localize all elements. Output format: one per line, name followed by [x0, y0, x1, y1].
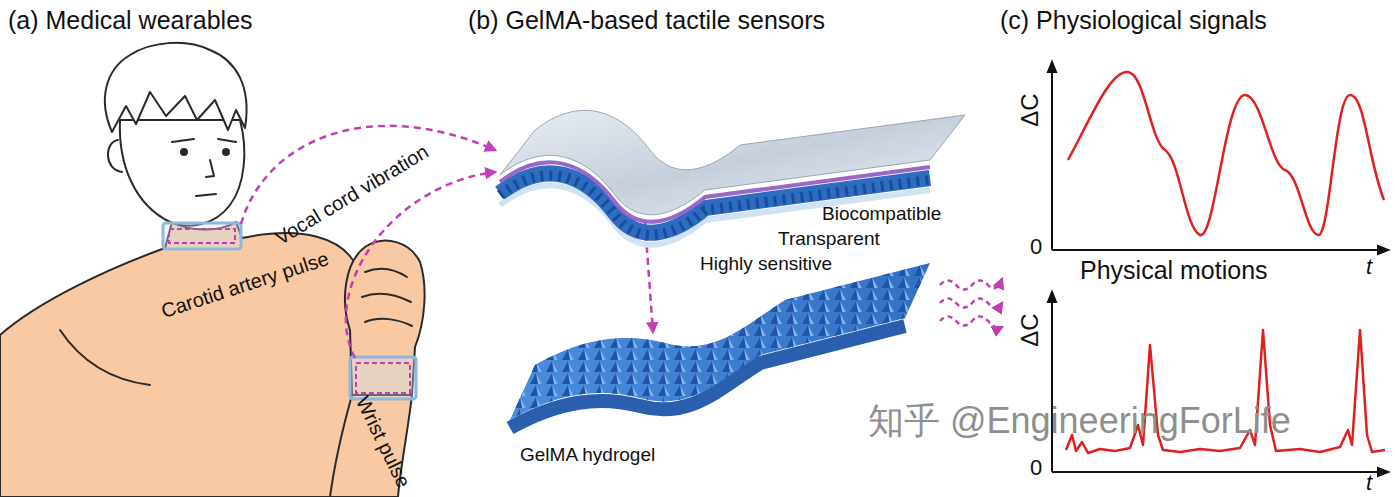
- panel-title: (a) Medical wearables: [8, 6, 253, 35]
- material-label: GelMA hydrogel: [520, 444, 655, 466]
- eyebrows: [172, 139, 236, 142]
- x-axis: [1052, 471, 1388, 473]
- watermark: 知乎 @EngineeringForLife: [868, 400, 1291, 441]
- signal-curve: [1068, 72, 1384, 235]
- eye: [223, 149, 229, 155]
- neck-patch-dash: [169, 229, 235, 243]
- hydrogel: [510, 263, 930, 428]
- torso: [0, 222, 360, 497]
- chart-title: Physical motions: [1080, 256, 1268, 285]
- ear: [108, 140, 122, 172]
- axis-label: t: [1366, 470, 1372, 495]
- axis-origin: 0: [1030, 455, 1042, 480]
- axis-label: ΔC: [1016, 93, 1044, 126]
- axis-origin: 0: [1030, 234, 1042, 259]
- panel-title: (b) GelMA-based tactile sensors: [468, 6, 825, 35]
- person-illustration: [0, 43, 425, 497]
- y-axis: [1051, 292, 1053, 472]
- hydrogel-surface: [510, 263, 930, 420]
- y-axis: [1051, 62, 1053, 250]
- axis-label: t: [1366, 254, 1372, 279]
- mouth: [196, 194, 216, 196]
- sensor-stack: [500, 110, 965, 244]
- nose: [206, 160, 214, 177]
- axis-label: ΔC: [1016, 313, 1044, 346]
- dashed-arrow: [346, 172, 495, 358]
- neck-patch: [163, 223, 241, 249]
- top-film: [500, 110, 965, 214]
- wrist-patch-dash: [356, 363, 410, 393]
- hydrogel-spikes: [510, 263, 930, 420]
- property-label: Highly sensitive: [700, 253, 832, 275]
- property-label: Transparent: [778, 228, 880, 250]
- finger-lines: [362, 269, 412, 326]
- x-axis: [1052, 249, 1388, 251]
- wrist-patch: [350, 357, 416, 399]
- wavy-arrow: [940, 299, 1002, 308]
- wavy-arrow: [940, 317, 1002, 328]
- chest-line: [60, 330, 150, 385]
- eye: [181, 149, 187, 155]
- hair: [105, 43, 247, 132]
- wavy-arrows: [940, 279, 1002, 328]
- face: [120, 120, 244, 226]
- site-label: Vocal cord vibration: [271, 140, 432, 250]
- property-label: Biocompatible: [822, 203, 941, 225]
- panel-title: (c) Physiological signals: [1000, 6, 1267, 35]
- wavy-arrow: [940, 279, 1002, 290]
